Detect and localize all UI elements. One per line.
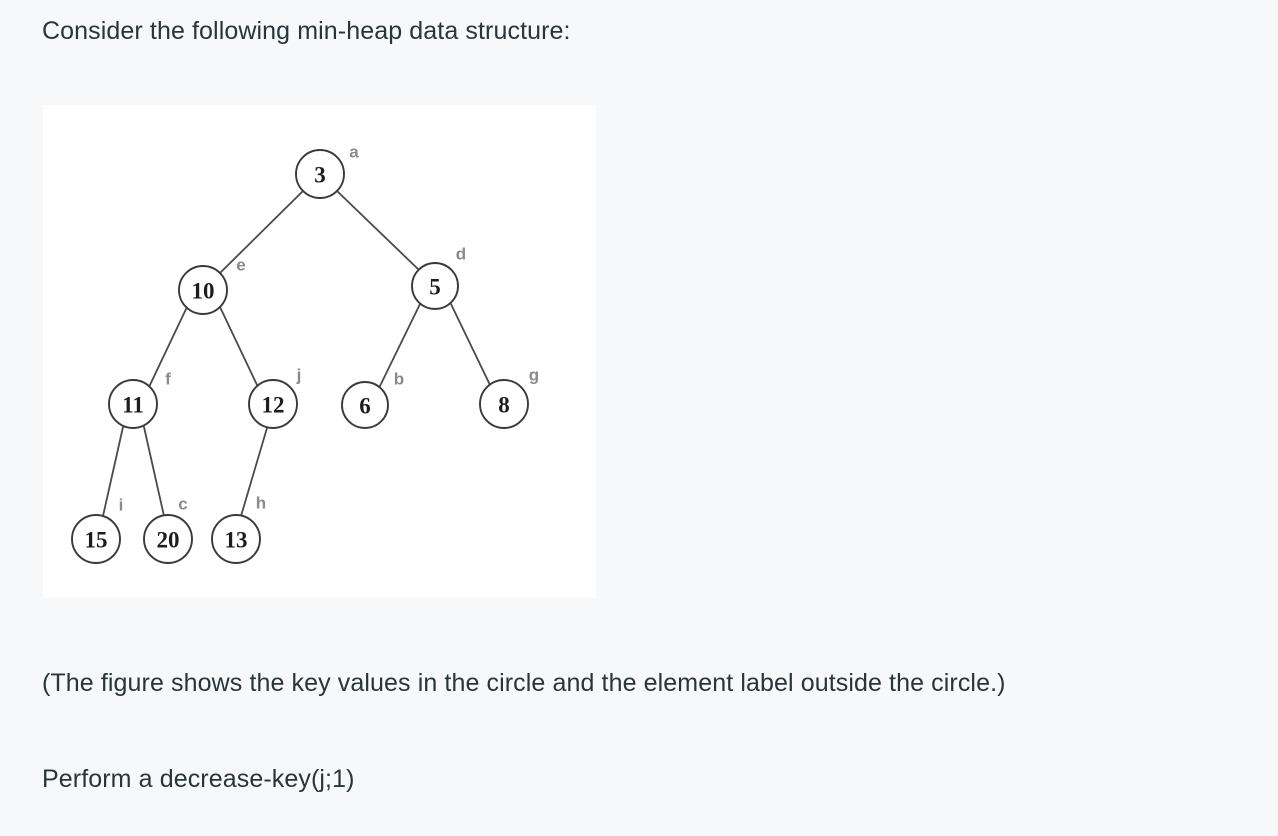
tree-node-a: 3a	[295, 143, 359, 199]
figure-caption: (The figure shows the key values in the …	[42, 669, 1006, 697]
node-circle-h	[211, 514, 261, 564]
node-label-i: i	[119, 496, 124, 515]
tree-node-d: 5d	[411, 245, 466, 310]
node-key-g: 8	[498, 393, 510, 418]
tree-edge-j-h	[240, 427, 268, 517]
tree-edge-a-e	[219, 190, 304, 274]
node-label-f: f	[165, 370, 171, 389]
node-label-h: h	[256, 494, 266, 513]
node-circle-d	[411, 262, 459, 310]
node-key-i: 15	[85, 528, 108, 553]
node-circle-i	[71, 514, 121, 564]
node-circle-e	[178, 265, 228, 315]
node-label-g: g	[529, 366, 539, 385]
node-key-h: 13	[225, 528, 248, 553]
tree-node-h: 13 h	[211, 494, 266, 564]
node-label-a: a	[349, 143, 359, 162]
node-key-d: 5	[429, 275, 441, 300]
node-circle-c	[143, 514, 193, 564]
node-key-a: 3	[314, 163, 326, 188]
tree-edge-a-d	[336, 190, 420, 271]
tree-edge-e-f	[148, 306, 188, 388]
node-circle-a	[295, 149, 345, 199]
tree-node-e: 10 e	[178, 256, 246, 315]
node-circle-f	[108, 379, 158, 429]
tree-node-g: 8g	[479, 366, 539, 429]
node-key-f: 11	[122, 393, 144, 418]
intro-text: Consider the following min-heap data str…	[42, 17, 571, 45]
node-circle-b	[341, 381, 389, 429]
node-label-b: b	[394, 370, 404, 389]
tree-edge-f-c	[143, 426, 165, 517]
node-key-c: 20	[157, 528, 180, 553]
tree-edge-e-j	[219, 306, 259, 388]
node-label-e: e	[236, 256, 245, 275]
tree-edge-d-g	[449, 301, 492, 388]
node-label-d: d	[456, 245, 466, 264]
tree-node-i: 15 i	[71, 496, 124, 564]
tree-edge-f-i	[102, 426, 124, 517]
tree-node-f: 11 f	[108, 370, 171, 429]
node-label-j: j	[296, 366, 302, 385]
node-key-j: 12	[262, 393, 285, 418]
tree-edge-d-b	[378, 301, 422, 389]
tree-node-j: 12 j	[248, 366, 302, 429]
tree-edges	[102, 190, 492, 517]
node-circle-j	[248, 379, 298, 429]
node-key-e: 10	[192, 279, 215, 304]
node-circle-g	[479, 379, 529, 429]
node-key-b: 6	[359, 394, 371, 419]
task-instruction: Perform a decrease-key(j;1)	[42, 765, 355, 793]
node-label-c: c	[178, 495, 187, 514]
tree-node-c: 20 c	[143, 495, 193, 564]
tree-node-b: 6b	[341, 370, 404, 429]
